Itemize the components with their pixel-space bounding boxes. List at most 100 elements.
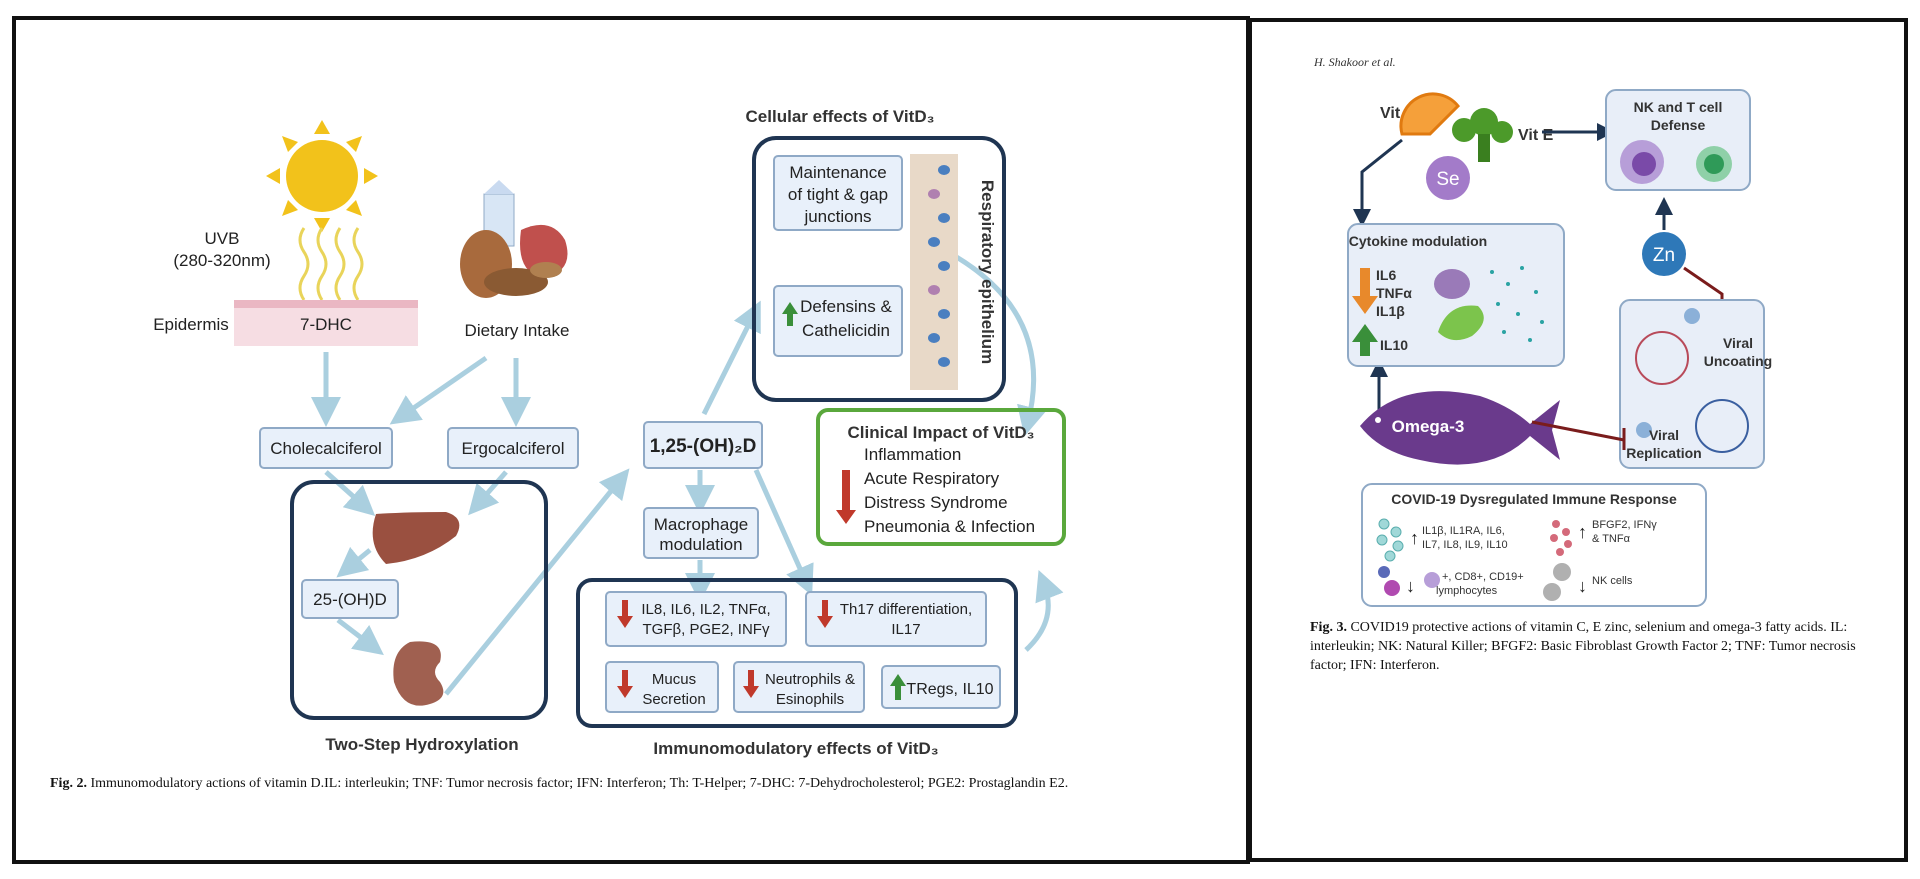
zinc-icon <box>1642 232 1686 276</box>
cholecalciferol-box <box>259 427 393 469</box>
uvb-rays <box>298 227 364 301</box>
nk-title-2: Defense <box>1651 117 1706 133</box>
figure-2-panel: UVB (280-320nm) Epidermis 7-DHC Dietary … <box>12 16 1250 864</box>
up-arrow-icon <box>1352 324 1378 356</box>
covid-lym-2: lymphocytes <box>1436 585 1498 597</box>
figure-3-caption: Fig. 3. COVID19 protective actions of vi… <box>1310 618 1880 675</box>
down-arrow-icon <box>617 600 633 628</box>
figure-3-caption-label: Fig. 3. <box>1310 620 1347 635</box>
covid-title: COVID-19 Dysregulated Immune Response <box>1391 491 1677 507</box>
omega-label: Omega-3 <box>1392 417 1465 436</box>
up-arrow-icon <box>890 674 906 700</box>
figure-2-caption-label: Fig. 2. <box>50 776 87 791</box>
selenium-icon <box>1426 156 1470 200</box>
interleukins-label-2: TGFβ, PGE2, INFγ <box>643 621 770 638</box>
tight-junction-label-1: Maintenance <box>789 163 886 182</box>
viral-uncoating-1: Viral <box>1723 335 1753 351</box>
defensins-label-1: Defensins & <box>800 297 892 316</box>
down-arrow-icon <box>1352 268 1378 314</box>
covid-il-2: IL7, IL8, IL9, IL10 <box>1422 539 1508 551</box>
figure-3-caption-text: COVID19 protective actions of vitamin C,… <box>1310 620 1856 673</box>
zinc-label: Zn <box>1653 245 1675 266</box>
th17-box <box>805 591 987 647</box>
down-arrow-icon <box>836 470 856 524</box>
t-cell-nucleus <box>1704 154 1724 174</box>
covid-nk: NK cells <box>1592 575 1633 587</box>
two-step-hydroxylation-section <box>290 480 548 720</box>
covid-lym-1: +, CD8+, CD19+ <box>1442 571 1524 583</box>
macrophage-icon <box>1434 269 1470 299</box>
calcitriol-label: 1,25-(OH)₂D <box>650 436 757 457</box>
up-arrow-icon <box>782 302 798 326</box>
author-label: H. Shakoor et al. <box>1313 55 1396 69</box>
neutrophils-box <box>733 661 865 713</box>
figure-2-diagram: UVB (280-320nm) Epidermis 7-DHC Dietary … <box>153 107 1066 758</box>
viral-uncoating-2: Uncoating <box>1704 353 1772 369</box>
bfgf-cluster-icon <box>1550 520 1572 556</box>
neutrophils-label-1: Neutrophils & <box>765 671 855 688</box>
viral-replication-2: Replication <box>1626 445 1701 461</box>
interleukins-box <box>605 591 787 647</box>
viral-box <box>1619 299 1765 469</box>
orange-slice-icon <box>1399 92 1461 136</box>
cytokine-title: Cytokine modulation <box>1349 233 1487 249</box>
il10-label: IL10 <box>1380 337 1408 353</box>
tregs-label: TRegs, IL10 <box>906 681 993 698</box>
th17-label-1: Th17 differentiation, <box>840 601 972 618</box>
fish-icon <box>1360 391 1560 465</box>
covid-bfgf-1: BFGF2, IFNγ <box>1592 519 1657 531</box>
dietary-intake-label: Dietary Intake <box>465 321 570 340</box>
macrophage-label-2: modulation <box>659 535 742 554</box>
omega-inhibition-line <box>1531 420 1625 442</box>
ergocalciferol-label: Ergocalciferol <box>462 439 565 458</box>
defensins-label-2: Cathelicidin <box>802 321 890 340</box>
ergocalciferol-box <box>447 427 579 469</box>
two-step-title: Two-Step Hydroxylation <box>325 735 518 754</box>
fibroblast-icon <box>1438 305 1484 341</box>
down-arrow-icon: ↓ <box>1406 576 1415 596</box>
epithelium-cells-icon <box>910 154 958 390</box>
cholecalciferol-label: Cholecalciferol <box>270 439 382 458</box>
liver-icon <box>372 512 460 564</box>
epidermis-top <box>234 300 418 308</box>
interleukins-label-1: IL8, IL6, IL2, TNFα, <box>641 601 770 618</box>
figure-3-diagram: H. Shakoor et al. Vit C Vit E Se NK and … <box>1313 55 1772 607</box>
clinical-impact-section <box>816 408 1066 546</box>
calcitriol-box <box>643 421 763 469</box>
cytokine-cluster-icon <box>1376 518 1404 562</box>
il6-label: IL6 <box>1376 267 1396 283</box>
figure-3-panel: H. Shakoor et al. Vit C Vit E Se NK and … <box>1248 18 1908 862</box>
figure-2-caption: Fig. 2. Immunomodulatory actions of vita… <box>50 774 1220 793</box>
nk-cells-icon <box>1543 563 1571 601</box>
defensins-box <box>773 285 903 357</box>
mucus-box <box>605 661 719 713</box>
cellular-effects-title: Cellular effects of VitD₃ <box>746 107 935 126</box>
uvb-range-label: (280-320nm) <box>173 251 270 270</box>
down-arrow-icon <box>817 600 833 628</box>
sun-icon <box>266 120 378 232</box>
dietary-food-icon <box>460 180 568 298</box>
flow-arrows <box>311 239 1064 696</box>
lymphocyte-icon <box>1378 566 1440 596</box>
tnfa-label: TNFα <box>1376 285 1412 301</box>
clinical-item-3: Distress Syndrome <box>864 493 1008 512</box>
down-arrow-icon <box>617 670 633 698</box>
macrophage-box <box>643 507 759 559</box>
rna-strand-icon <box>1636 308 1700 438</box>
tight-junction-label-2: of tight & gap <box>788 185 888 204</box>
covid-bfgf-2: & TNFα <box>1592 533 1631 545</box>
kidney-icon <box>393 641 444 706</box>
cytokine-dots <box>1490 266 1544 342</box>
tight-junction-label-3: junctions <box>803 207 871 226</box>
immunomodulatory-title: Immunomodulatory effects of VitD₃ <box>653 739 938 758</box>
clinical-item-4: Pneumonia & Infection <box>864 517 1035 536</box>
nk-title-1: NK and T cell <box>1634 99 1723 115</box>
mucus-label-2: Secretion <box>642 691 705 708</box>
vit-e-label: Vit E <box>1518 127 1554 144</box>
broccoli-icon <box>1452 108 1513 162</box>
7dhc-label: 7-DHC <box>300 315 352 334</box>
clinical-item-1: Inflammation <box>864 445 961 464</box>
tregs-box <box>881 665 1001 709</box>
respiratory-epithelium-label: Respiratory epithelium <box>978 180 997 364</box>
clinical-item-2: Acute Respiratory <box>864 469 1000 488</box>
